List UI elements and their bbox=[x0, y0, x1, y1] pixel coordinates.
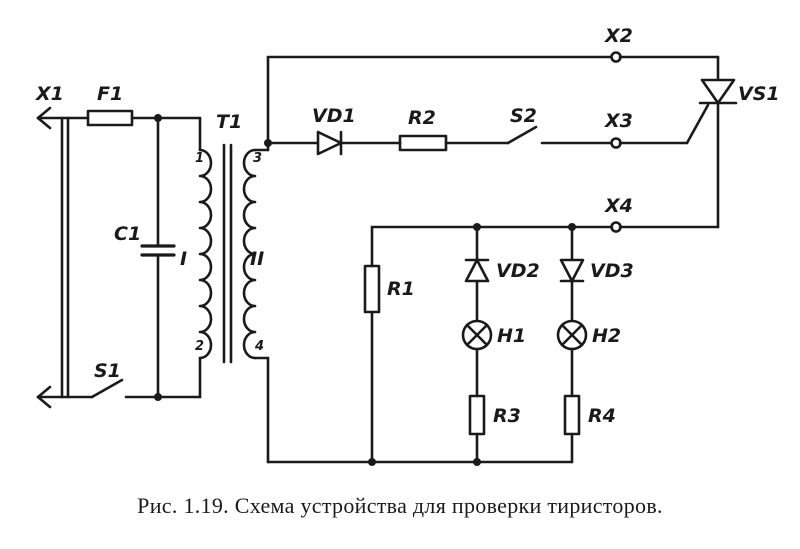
label-r2: R2 bbox=[408, 107, 436, 129]
resistor-r1 bbox=[363, 225, 381, 464]
diode-vd2 bbox=[464, 258, 490, 283]
label-x1: X1 bbox=[35, 83, 64, 105]
label-vd2: VD2 bbox=[496, 260, 540, 282]
branch-h2 bbox=[556, 225, 588, 464]
label-vs1: VS1 bbox=[738, 83, 780, 105]
label-r1: R1 bbox=[387, 278, 415, 300]
label-s1: S1 bbox=[94, 360, 121, 382]
thyristor-vs1 bbox=[618, 55, 738, 229]
secondary-winding-ii bbox=[242, 148, 257, 360]
label-x2: X2 bbox=[604, 25, 633, 47]
label-r3: R3 bbox=[493, 405, 521, 427]
junction-r1-bottom bbox=[368, 458, 376, 466]
transformer-t1 bbox=[198, 143, 257, 364]
primary-bottom-wire bbox=[60, 356, 202, 399]
label-pin2: 2 bbox=[195, 339, 204, 354]
plug-x1 bbox=[36, 106, 70, 409]
junction-c1-bottom bbox=[154, 393, 162, 401]
label-h1: H1 bbox=[497, 325, 526, 347]
branch-h1 bbox=[461, 225, 493, 464]
label-winding-ii: II bbox=[250, 248, 264, 270]
label-vd1: VD1 bbox=[312, 105, 356, 127]
label-r4: R4 bbox=[588, 405, 616, 427]
diode-vd3 bbox=[559, 258, 585, 283]
resistor-r3 bbox=[468, 394, 486, 436]
label-f1: F1 bbox=[97, 83, 123, 105]
label-t1: T1 bbox=[216, 111, 242, 133]
label-x4: X4 bbox=[604, 195, 633, 217]
label-vd3: VD3 bbox=[590, 260, 634, 282]
label-pin1: 1 bbox=[195, 151, 204, 166]
diode-vd1 bbox=[316, 130, 402, 156]
label-c1: C1 bbox=[114, 223, 141, 245]
switch-s1 bbox=[90, 378, 124, 399]
label-x3: X3 bbox=[604, 110, 633, 132]
label-winding-i: I bbox=[180, 248, 187, 270]
junction-r3-bottom bbox=[473, 458, 481, 466]
label-h2: H2 bbox=[592, 325, 621, 347]
figure-caption: Рис. 1.19. Схема устройства для проверки… bbox=[137, 493, 663, 518]
resistor-r4 bbox=[563, 394, 581, 436]
junction-pin3 bbox=[264, 139, 272, 147]
junction-c1-top bbox=[154, 114, 162, 122]
primary-top-wire bbox=[60, 109, 202, 152]
label-s2: S2 bbox=[510, 105, 537, 127]
label-pin3: 3 bbox=[253, 151, 262, 166]
capacitor-c1 bbox=[140, 116, 176, 399]
vs1-gate bbox=[685, 103, 710, 145]
primary-winding-i bbox=[198, 148, 213, 360]
resistor-r2 bbox=[398, 134, 510, 152]
switch-s2 bbox=[506, 125, 614, 145]
secondary-wires bbox=[253, 55, 614, 464]
label-pin4: 4 bbox=[254, 339, 264, 354]
fuse-f1 bbox=[86, 109, 134, 127]
